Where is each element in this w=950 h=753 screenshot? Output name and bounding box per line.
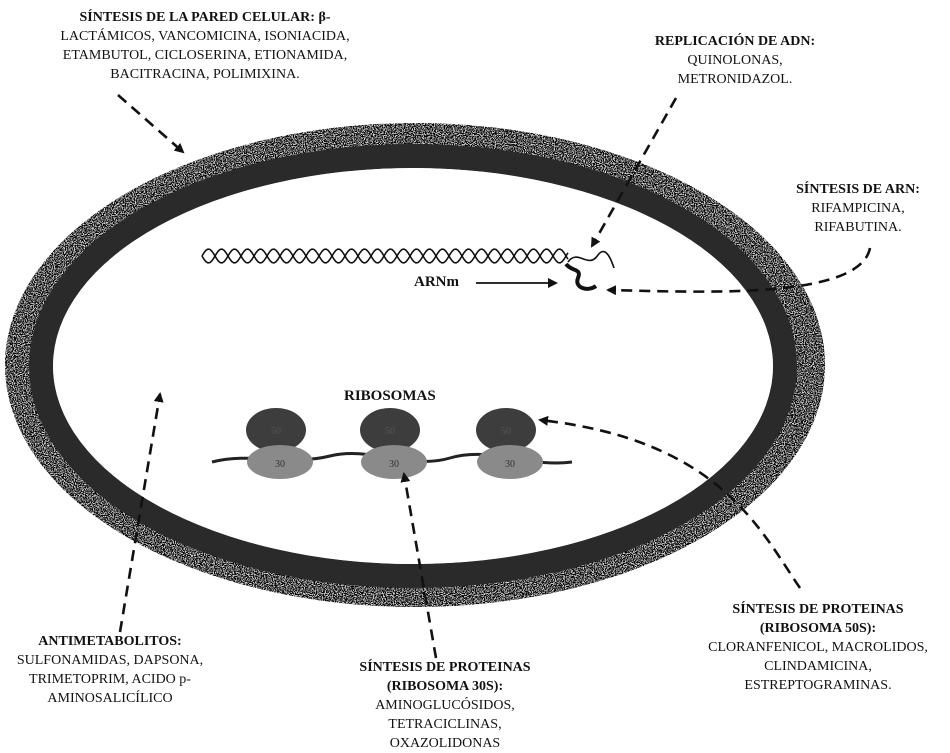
dna-replication-line-2: METRONIDAZOL.: [620, 70, 850, 89]
ribosome-2-large-label: 50: [385, 426, 395, 437]
protein-30s-title: SÍNTESIS DE PROTEINAS: [330, 658, 560, 677]
antimetabolites-line-1: SULFONAMIDAS, DAPSONA,: [4, 651, 216, 670]
antimetabolites-line-3: AMINOSALICÍLICO: [4, 689, 216, 708]
ribosome-1-small-label: 30: [275, 459, 285, 470]
ribosome-3-large-label: 50: [501, 426, 511, 437]
antimetabolites-label: ANTIMETABOLITOS: SULFONAMIDAS, DAPSONA, …: [4, 632, 216, 708]
ribosome-3-small-label: 30: [505, 459, 515, 470]
rna-synthesis-label: SÍNTESIS DE ARN: RIFAMPICINA, RIFABUTINA…: [768, 180, 948, 237]
cytoplasm: [53, 168, 773, 564]
rna-synthesis-title: SÍNTESIS DE ARN:: [768, 180, 948, 199]
arnm-label: ARNm: [414, 274, 459, 291]
protein-30s-line-3: OXAZOLIDONAS: [330, 734, 560, 753]
cell-wall-label: SÍNTESIS DE LA PARED CELULAR: β- LACTÁMI…: [20, 8, 390, 84]
protein-50s-line-3: ESTREPTOGRAMINAS.: [690, 676, 946, 695]
dna-replication-line-1: QUINOLONAS,: [620, 51, 850, 70]
antimetabolites-title: ANTIMETABOLITOS:: [4, 632, 216, 651]
protein-50s-line-1: CLORANFENICOL, MACROLIDOS,: [690, 638, 946, 657]
dna-replication-label: REPLICACIÓN DE ADN: QUINOLONAS, METRONID…: [620, 32, 850, 89]
protein-30s-label: SÍNTESIS DE PROTEINAS (RIBOSOMA 30S): AM…: [330, 658, 560, 753]
antimetabolites-line-2: TRIMETOPRIM, ACIDO p-: [4, 670, 216, 689]
protein-50s-subtitle: (RIBOSOMA 50S):: [690, 619, 946, 638]
protein-30s-line-2: TETRACICLINAS,: [330, 715, 560, 734]
rna-synthesis-line-1: RIFAMPICINA,: [768, 199, 948, 218]
rna-synthesis-line-2: RIFABUTINA.: [768, 218, 948, 237]
protein-30s-line-1: AMINOGLUCÓSIDOS,: [330, 696, 560, 715]
ribosomes-label: RIBOSOMAS: [344, 388, 436, 405]
cell-wall-line-2: ETAMBUTOL, CICLOSERINA, ETIONAMIDA,: [20, 46, 390, 65]
cell-wall-line-1: LACTÁMICOS, VANCOMICINA, ISONIACIDA,: [20, 27, 390, 46]
dna-replication-title: REPLICACIÓN DE ADN:: [620, 32, 850, 51]
protein-50s-label: SÍNTESIS DE PROTEINAS (RIBOSOMA 50S): CL…: [690, 600, 946, 695]
ribosome-2-small-label: 30: [389, 459, 399, 470]
protein-50s-line-2: CLINDAMICINA,: [690, 657, 946, 676]
protein-30s-subtitle: (RIBOSOMA 30S):: [330, 677, 560, 696]
cell-wall-title: SÍNTESIS DE LA PARED CELULAR: β-: [20, 8, 390, 27]
ribosome-1-large-label: 50: [271, 426, 281, 437]
cell-wall-line-3: BACITRACINA, POLIMIXINA.: [20, 65, 390, 84]
protein-50s-title: SÍNTESIS DE PROTEINAS: [690, 600, 946, 619]
